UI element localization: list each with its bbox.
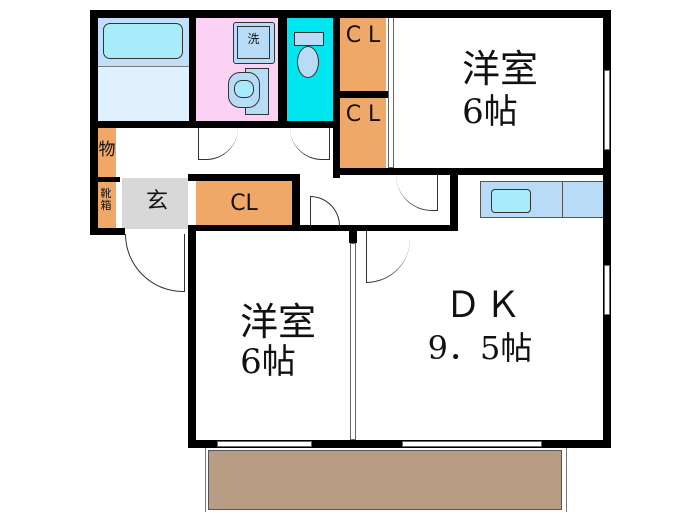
closet-upper-door[interactable] — [388, 17, 394, 168]
window-dk-bottom[interactable] — [402, 441, 542, 447]
toilet-door[interactable] — [290, 128, 330, 160]
washer-icon: 洗 — [233, 22, 275, 64]
closet-upper-2 — [340, 98, 386, 168]
wall-entry-bottom — [90, 228, 125, 235]
wall-bath-right — [189, 10, 196, 128]
upper-room-size: 6帖 — [462, 92, 518, 132]
sliding-door-rooms[interactable] — [350, 243, 356, 440]
dk-door[interactable] — [366, 231, 410, 283]
washer-label: 洗 — [247, 32, 260, 46]
entrance-door[interactable] — [125, 234, 185, 292]
balcony-rail-left — [205, 447, 206, 512]
toilet-bowl-icon — [297, 46, 319, 78]
wall-storage-divider — [90, 177, 120, 182]
bathtub-icon — [103, 23, 183, 59]
shoe-box-label: 靴箱 — [100, 187, 112, 212]
kitchen-sink-icon — [491, 189, 531, 213]
closet-hall — [196, 181, 292, 226]
storage — [97, 127, 116, 177]
storage-label: 物 — [98, 140, 116, 160]
upper-room-door[interactable] — [396, 175, 438, 211]
dk-size: 9．5帖 — [427, 329, 533, 367]
kitchen-counter-divider — [562, 181, 563, 218]
wall-top — [90, 10, 611, 18]
closet-upper-1-label: C L — [345, 23, 381, 48]
balcony-rail-right — [566, 447, 567, 512]
sink-icon — [228, 72, 260, 108]
entrance-label: 玄 — [145, 189, 168, 214]
wall-cl-bottom — [333, 168, 611, 175]
lower-room-size: 6帖 — [240, 342, 296, 382]
wall-cl-divider — [340, 91, 388, 98]
wall-toilet-right — [333, 10, 340, 178]
closet-upper-2-label: C L — [345, 102, 381, 127]
washroom-door[interactable] — [198, 128, 238, 160]
window-lower-room[interactable] — [217, 441, 312, 447]
wall-hall-cl-right — [292, 174, 300, 229]
shoe-box — [97, 182, 116, 228]
wall-right — [603, 10, 611, 445]
closet-hall-label: CL — [230, 191, 258, 216]
upper-room-name: 洋室 — [461, 47, 538, 91]
window-upper-room[interactable] — [604, 70, 610, 150]
wall-bottom — [188, 440, 611, 448]
wall-hall-cl — [188, 174, 300, 181]
toilet-tank-icon — [294, 32, 324, 46]
lower-room-name: 洋室 — [239, 300, 316, 344]
hall-cl-side-door[interactable] — [310, 196, 340, 226]
wall-lower-left — [188, 228, 196, 448]
closet-upper-1 — [340, 17, 386, 91]
wall-room-divider — [349, 228, 357, 243]
window-dk-right[interactable] — [604, 265, 610, 315]
wall-wet-bottom — [90, 121, 340, 128]
wall-dk-inner — [450, 175, 458, 225]
balcony — [208, 450, 562, 510]
wall-hall-bottom — [188, 225, 458, 231]
dk-name: ＤＫ — [444, 285, 525, 326]
wall-wash-right — [278, 10, 287, 128]
entrance — [122, 178, 188, 229]
